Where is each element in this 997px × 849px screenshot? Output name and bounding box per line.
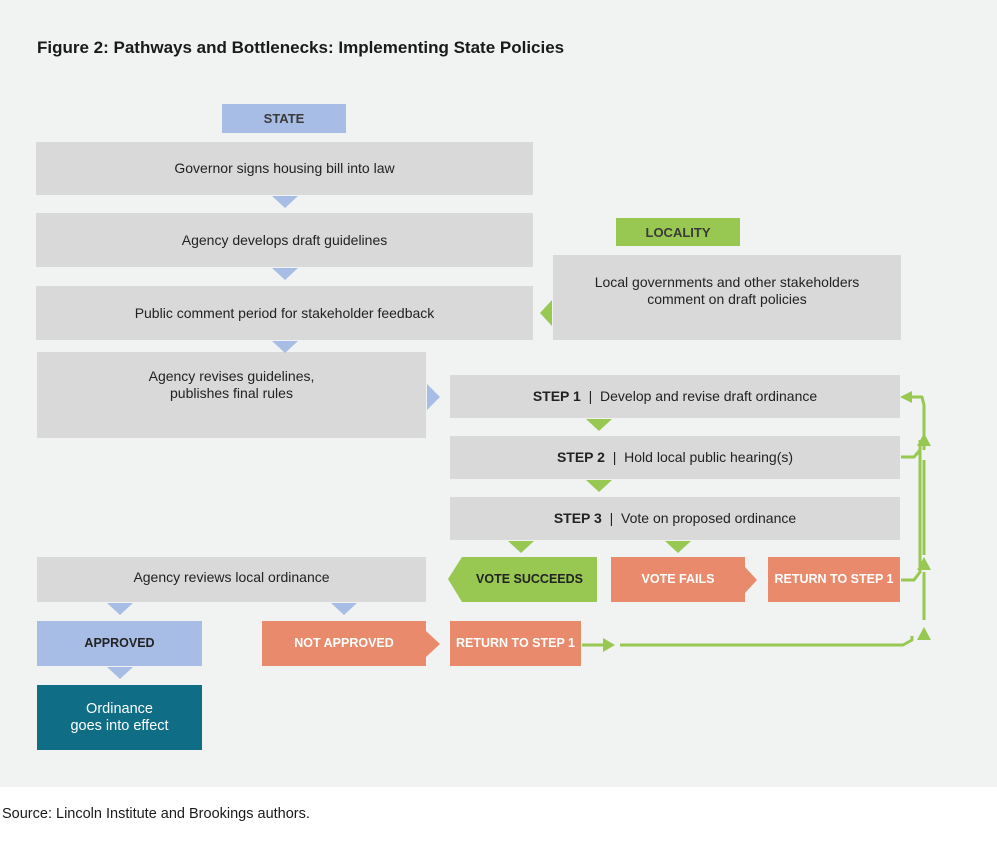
state-label: STATE bbox=[222, 104, 346, 133]
step-1-text: Develop and revise draft ordinance bbox=[600, 388, 818, 404]
vote-fails-return-box: RETURN TO STEP 1 bbox=[768, 557, 900, 602]
step-3-separator: | bbox=[609, 510, 614, 526]
figure-title: Figure 2: Pathways and Bottlenecks: Impl… bbox=[37, 38, 565, 57]
locality-label: LOCALITY bbox=[616, 218, 740, 246]
step-3-number: STEP 3 bbox=[553, 510, 602, 526]
not-approved-box: NOT APPROVED bbox=[262, 621, 426, 666]
arrow-down-step1-step2 bbox=[586, 419, 612, 431]
step-3-text: Vote on proposed ordinance bbox=[621, 510, 797, 526]
arrow-down-review-not-approved bbox=[331, 603, 357, 615]
ordinance-effect-box: Ordinance goes into effect bbox=[37, 685, 202, 750]
locality-comment-box: Local governments and other stakeholders… bbox=[553, 255, 901, 340]
state-step-public-comment: Public comment period for stakeholder fe… bbox=[36, 286, 533, 340]
step-2-text: Hold local public hearing(s) bbox=[624, 449, 794, 465]
vote-fails-box: VOTE FAILS bbox=[611, 557, 745, 602]
return-loop-heads bbox=[603, 391, 931, 652]
arrow-down-state-2 bbox=[272, 268, 298, 280]
flow-arrows bbox=[107, 196, 931, 679]
step-2-number: STEP 2 bbox=[556, 449, 605, 465]
state-step-draft-guidelines: Agency develops draft guidelines bbox=[36, 213, 533, 267]
state-step-final-rules: Agency revises guidelines, publishes fin… bbox=[37, 352, 426, 438]
arrow-right-to-step1 bbox=[427, 384, 440, 410]
arrowhead-return-up-1 bbox=[917, 627, 931, 640]
arrow-down-step2-step3 bbox=[586, 480, 612, 492]
local-step-2: STEP 2 | Hold local public hearing(s) bbox=[450, 436, 900, 479]
step-1-number: STEP 1 bbox=[532, 388, 581, 404]
not-approved-return-box: RETURN TO STEP 1 bbox=[450, 621, 581, 666]
arrow-right-not-approved bbox=[426, 631, 440, 657]
arrow-down-state-3 bbox=[272, 341, 298, 353]
step-2-separator: | bbox=[612, 449, 617, 465]
arrow-down-approved-effect bbox=[107, 667, 133, 679]
arrowhead-return-right bbox=[603, 638, 615, 652]
arrow-down-step3-fails bbox=[665, 541, 691, 553]
vote-succeeds-box: VOTE SUCCEEDS bbox=[462, 557, 597, 602]
local-step-3: STEP 3 | Vote on proposed ordinance bbox=[450, 497, 900, 540]
arrowhead-return-up-3 bbox=[917, 433, 931, 446]
approved-box: APPROVED bbox=[37, 621, 202, 666]
arrow-down-review-approved bbox=[107, 603, 133, 615]
arrowhead-return-step1 bbox=[900, 391, 912, 403]
arrowhead-return-up-2 bbox=[917, 557, 931, 570]
local-step-1: STEP 1 | Develop and revise draft ordina… bbox=[450, 375, 900, 418]
return-loop bbox=[582, 395, 926, 647]
arrow-left-to-review bbox=[448, 557, 462, 602]
arrow-down-step3-succeeds bbox=[508, 541, 534, 553]
step-1-separator: | bbox=[588, 388, 593, 404]
source-note: Source: Lincoln Institute and Brookings … bbox=[2, 806, 310, 822]
arrow-down-state-1 bbox=[272, 196, 298, 208]
state-step-governor-signs: Governor signs housing bill into law bbox=[36, 142, 533, 195]
agency-review-box: Agency reviews local ordinance bbox=[37, 557, 426, 602]
arrow-left-locality-comment bbox=[540, 300, 552, 326]
arrow-right-vote-fails bbox=[745, 567, 757, 593]
